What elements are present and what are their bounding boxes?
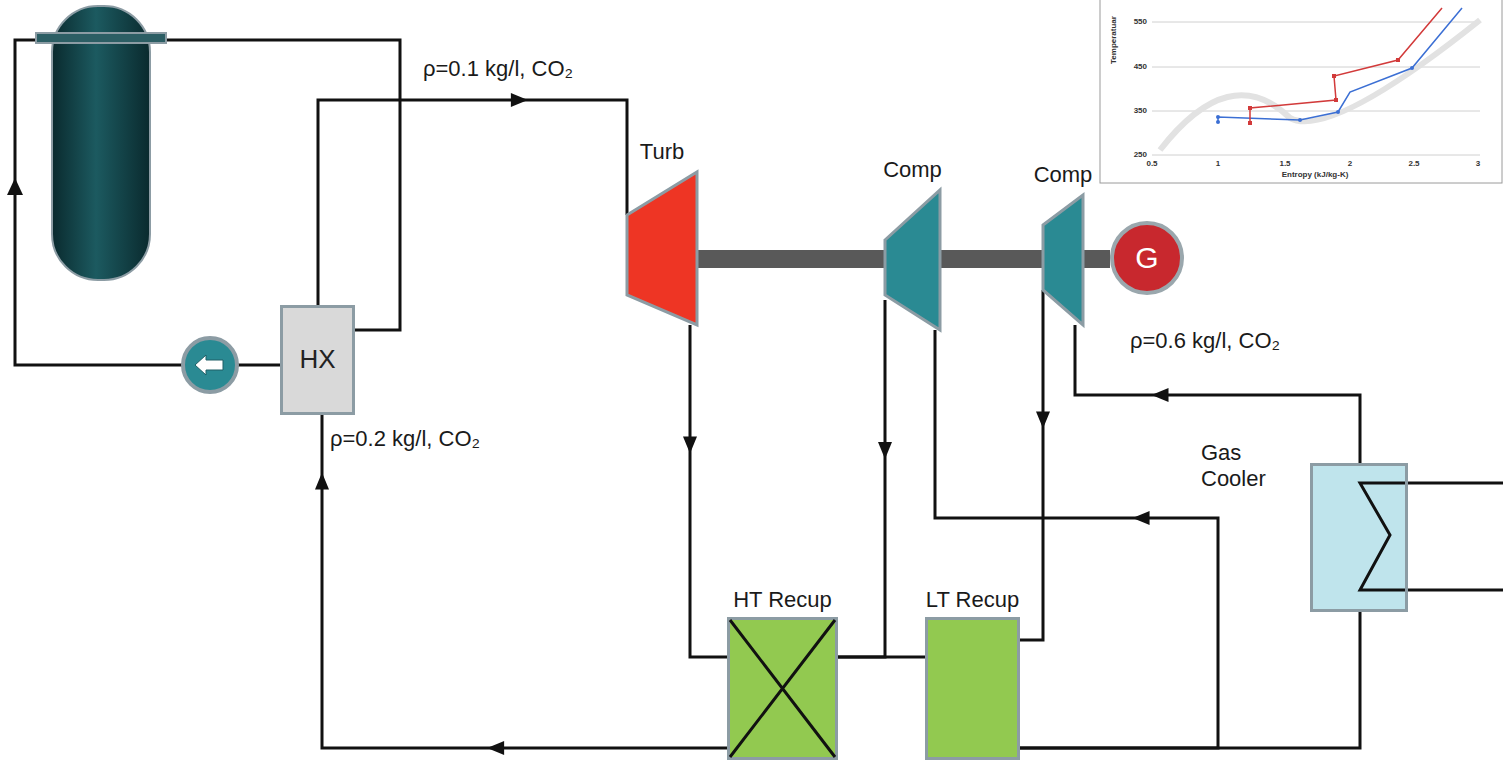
arrowhead bbox=[878, 442, 892, 459]
cycle-curve-blue bbox=[1218, 8, 1462, 122]
flow-line bbox=[318, 100, 627, 305]
shaft bbox=[697, 250, 885, 268]
flow-line bbox=[1020, 290, 1043, 640]
compressor-outline bbox=[885, 190, 940, 330]
component-label: Turb bbox=[640, 139, 684, 165]
density-note: ρ=0.2 kg/l, CO₂ bbox=[330, 426, 480, 451]
compressor-shape bbox=[1043, 195, 1083, 325]
curve-markers bbox=[1216, 66, 1414, 124]
component-label: HX bbox=[299, 344, 335, 375]
marker bbox=[1216, 120, 1220, 124]
arrowhead bbox=[1152, 388, 1169, 402]
gas-cooler: Gas Cooler bbox=[1310, 463, 1408, 612]
arrowhead bbox=[511, 93, 528, 107]
axis-tick: 550 bbox=[1134, 17, 1147, 26]
axis-tick: 250 bbox=[1134, 150, 1147, 159]
cooling-water-line bbox=[1408, 483, 1503, 590]
flow-line bbox=[690, 325, 727, 657]
axis-tick: 350 bbox=[1134, 106, 1147, 115]
component-label: HT Recup bbox=[733, 587, 832, 613]
compressor-outline bbox=[1043, 195, 1083, 325]
marker bbox=[1396, 58, 1400, 62]
arrowhead bbox=[487, 741, 504, 755]
recuperator: LT Recup bbox=[925, 617, 1020, 760]
flow-line bbox=[322, 415, 727, 748]
pump-arrow bbox=[195, 355, 223, 375]
inset-chart-frame bbox=[1100, 0, 1502, 183]
axis-tick: 2.5 bbox=[1408, 159, 1419, 168]
generator: G bbox=[1110, 221, 1184, 295]
component-label: G bbox=[1135, 240, 1158, 276]
cooling-coil bbox=[1360, 483, 1405, 590]
compressor: Comp bbox=[885, 190, 940, 330]
heat-exchanger: HX bbox=[280, 305, 355, 415]
marker bbox=[1216, 115, 1220, 119]
axis-tick: 450 bbox=[1134, 62, 1147, 71]
vessel-flange bbox=[36, 33, 166, 43]
axis-tick: 1.5 bbox=[1279, 159, 1290, 168]
gridline bbox=[1152, 67, 1480, 68]
turbine: Turb bbox=[627, 172, 697, 325]
axis-tick: 0.5 bbox=[1146, 159, 1157, 168]
curve-markers bbox=[1248, 58, 1400, 125]
marker bbox=[1248, 106, 1252, 110]
density-note: ρ=0.1 kg/l, CO₂ bbox=[423, 56, 573, 81]
turbine-shape bbox=[627, 172, 697, 325]
density-note: ρ=0.6 kg/l, CO₂ bbox=[1130, 328, 1280, 353]
reactor-vessel bbox=[52, 6, 150, 280]
marker bbox=[1336, 110, 1340, 114]
flow-line bbox=[838, 300, 885, 657]
saturation-dome bbox=[1160, 20, 1480, 150]
shaft bbox=[940, 250, 1043, 268]
generator-shape bbox=[1112, 223, 1182, 293]
turbine-outline bbox=[627, 172, 697, 325]
arrowhead bbox=[1133, 511, 1150, 525]
shaft bbox=[1083, 250, 1110, 268]
marker bbox=[1410, 66, 1414, 70]
cycle-curve-red bbox=[1250, 8, 1442, 123]
marker bbox=[1298, 118, 1302, 122]
flow-line bbox=[1020, 612, 1360, 748]
axis-tick: 2 bbox=[1348, 159, 1352, 168]
axis-title: Entropy (kJ/kg-K) bbox=[1282, 170, 1349, 179]
axis-tick: 3 bbox=[1476, 159, 1480, 168]
gas-cooler-outline bbox=[1313, 466, 1405, 609]
chart-gridlines bbox=[1152, 22, 1480, 155]
pump-symbol bbox=[183, 338, 237, 392]
component-label: LT Recup bbox=[926, 587, 1019, 613]
compressor-shape bbox=[885, 190, 940, 330]
component-label: Gas Cooler bbox=[1201, 440, 1301, 493]
compressor: Comp bbox=[1043, 195, 1083, 325]
marker bbox=[1334, 98, 1338, 102]
axis-title: Temperatuar bbox=[1109, 16, 1118, 64]
gridline bbox=[1152, 155, 1480, 156]
marker bbox=[1248, 121, 1252, 125]
component-label: Comp bbox=[883, 157, 942, 183]
recuperator-outline bbox=[730, 620, 835, 757]
component-label: Comp bbox=[1034, 162, 1093, 188]
marker bbox=[1332, 74, 1336, 78]
flow-arrowhead bbox=[7, 178, 23, 195]
arrowhead bbox=[315, 473, 329, 490]
arrowhead bbox=[683, 437, 697, 454]
recuperator: HT Recup bbox=[727, 617, 838, 760]
pump-pipe bbox=[237, 364, 280, 367]
arrowhead bbox=[1036, 412, 1050, 429]
counterflow-cross bbox=[730, 620, 835, 757]
flow-line bbox=[838, 656, 925, 659]
axis-tick: 1 bbox=[1216, 159, 1220, 168]
